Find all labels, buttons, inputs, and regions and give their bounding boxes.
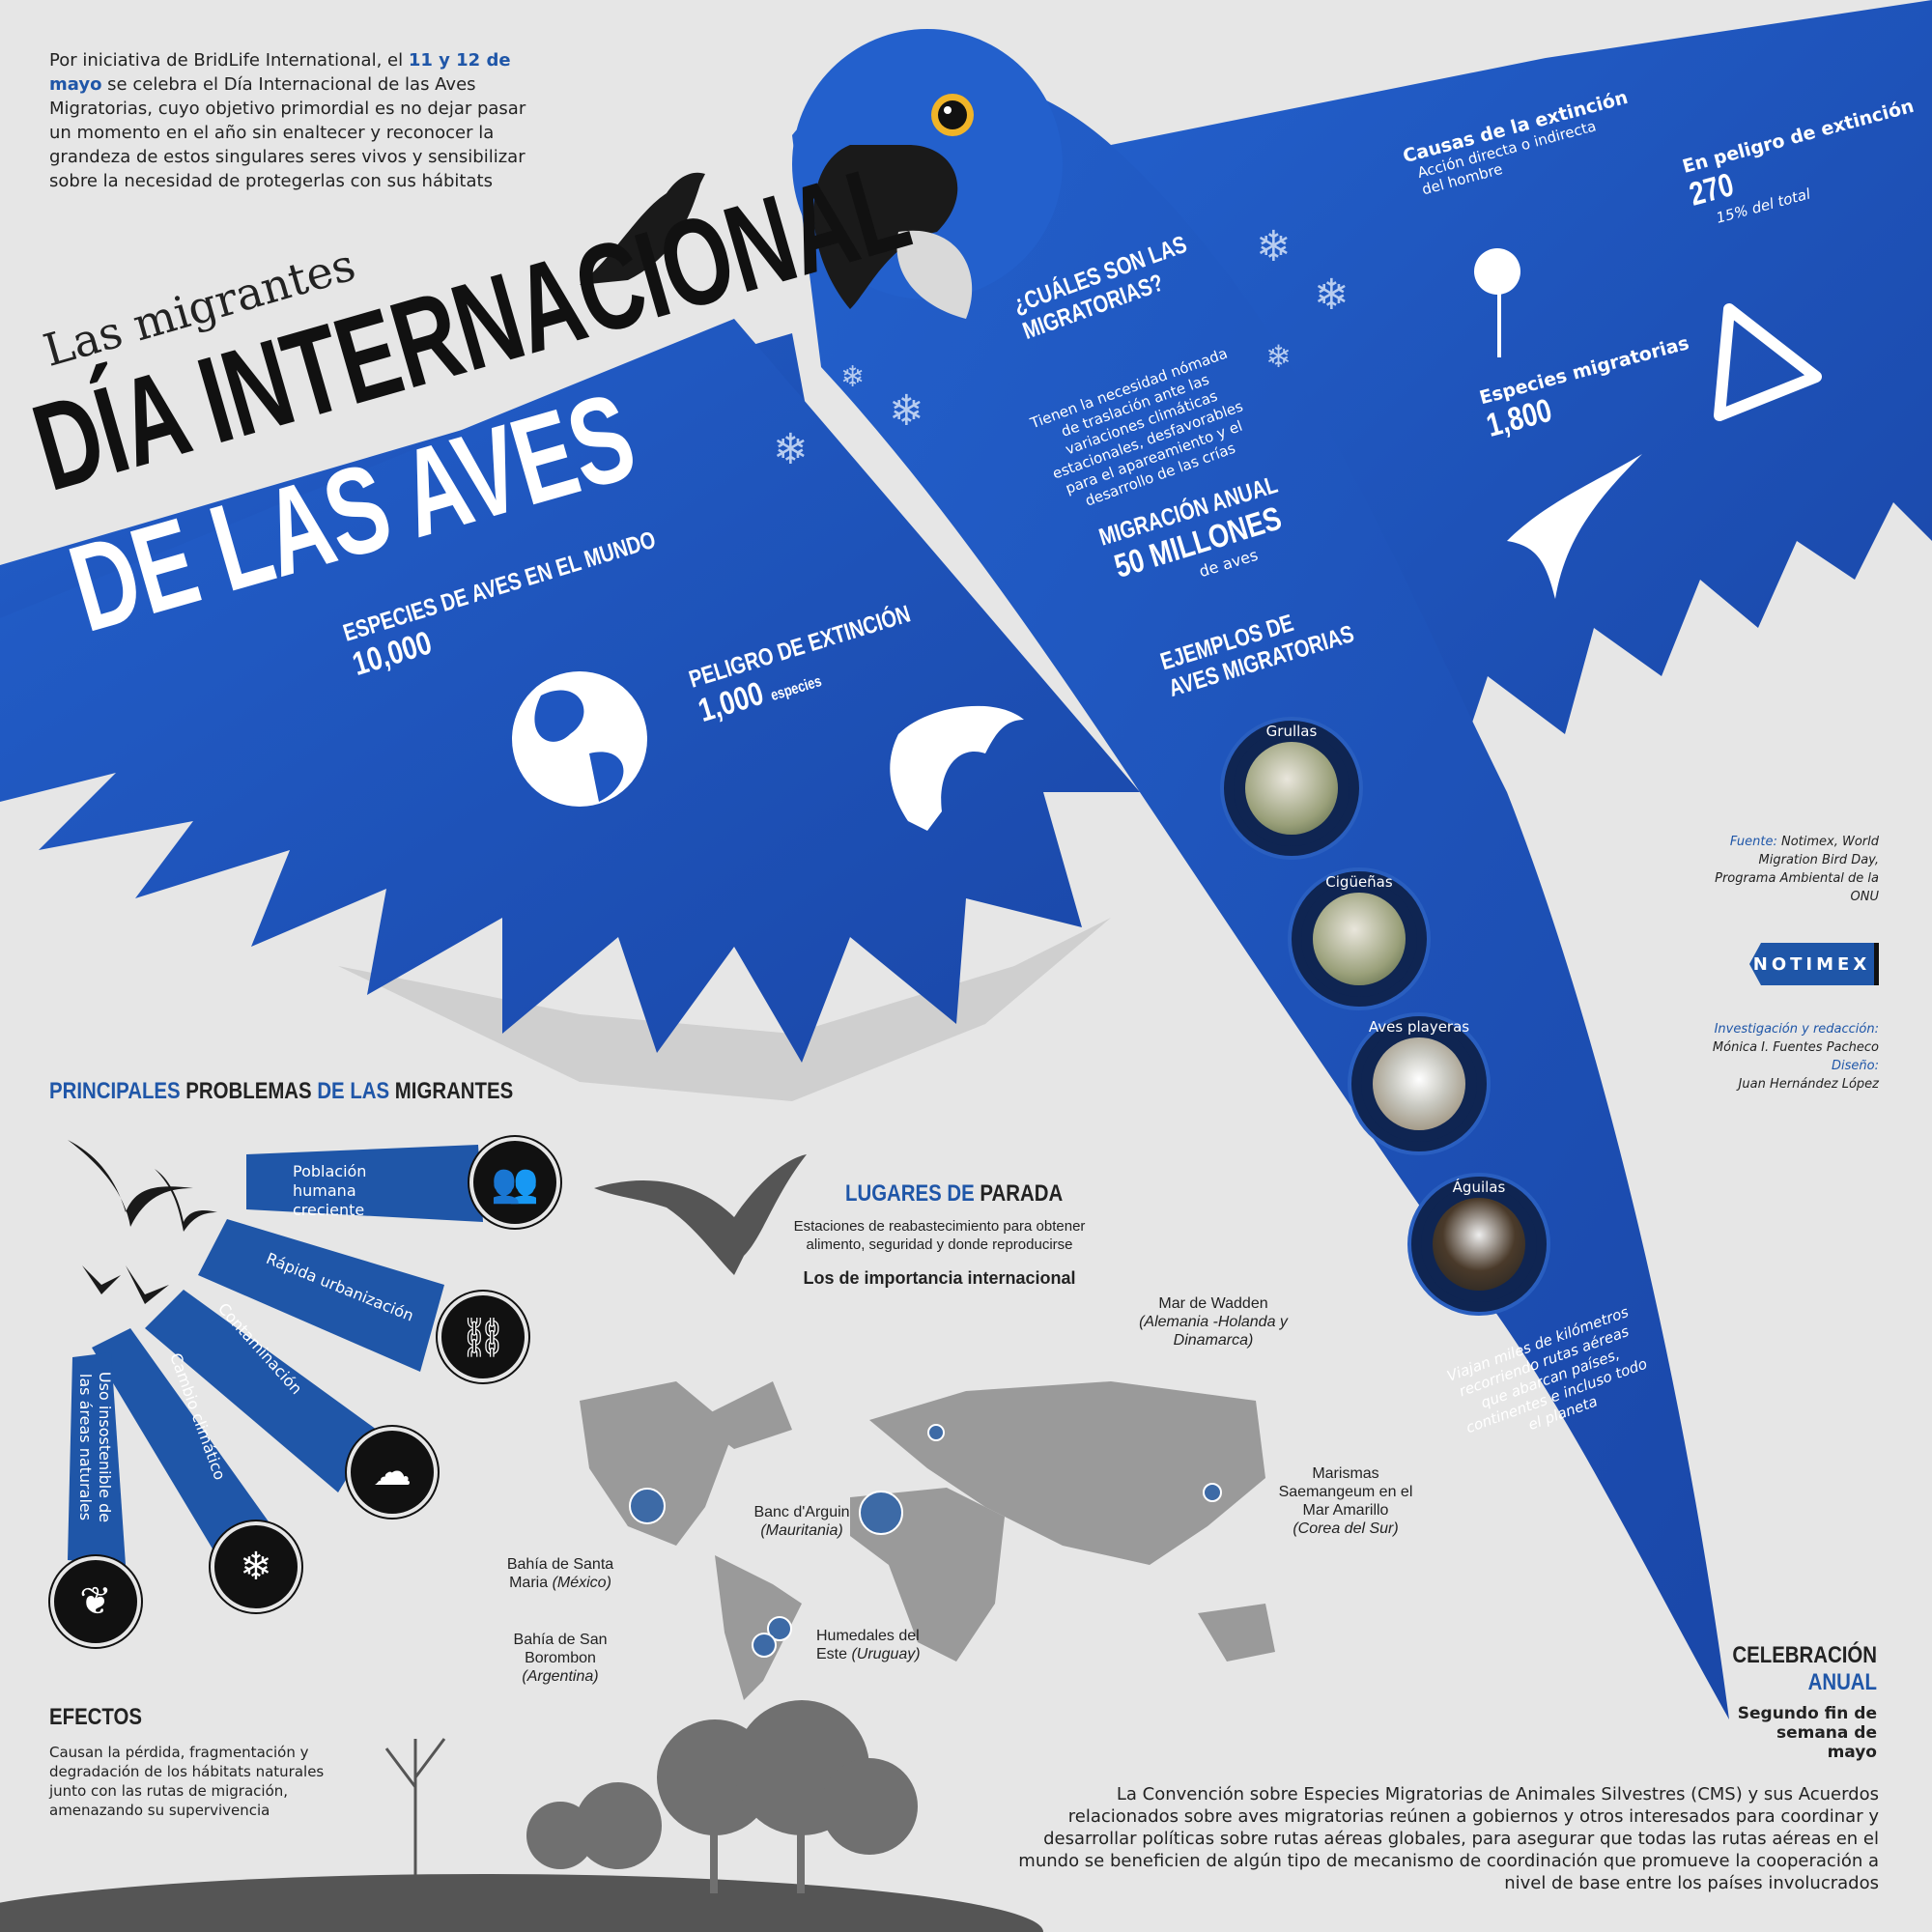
splatter-icon: [1474, 248, 1520, 295]
blackbird-silhouette: [580, 172, 705, 285]
white-bird-silhouette: [1507, 454, 1642, 599]
svg-text:❄: ❄: [1265, 338, 1292, 375]
stops-note: Los de importancia internacional: [803, 1268, 1076, 1288]
problem-population: Población humana creciente: [293, 1162, 367, 1219]
place-san-borombon: Bahía de San Borombon(Argentina): [513, 1632, 608, 1685]
leaf-icon: ❦: [50, 1556, 141, 1647]
place-wadden: Mar de Wadden(Alemania -Holanda y Dinama…: [1139, 1295, 1288, 1349]
snowflakes-icon: ❄: [211, 1521, 301, 1612]
flying-birds-silhouettes: [68, 1140, 217, 1304]
stops-title: LUGARES DE PARADA: [845, 1180, 1064, 1207]
example-storks: Cigüeñas: [1292, 871, 1427, 1007]
place-santa-maria: Bahía de Santa Maria (México): [506, 1556, 614, 1591]
ground: [0, 1874, 1043, 1932]
map-point-mexico[interactable]: [629, 1488, 666, 1524]
effects-text: Causan la pérdida, fragmentación y degra…: [49, 1744, 325, 1819]
problem-unsustainable-use: Uso insostenible de las áreas naturales: [76, 1371, 114, 1523]
celebration-block: CELEBRACIÓN ANUAL Segundo fin de semana …: [1732, 1642, 1877, 1762]
snowflake-decorations: ❄ ❄ ❄ ❄ ❄ ❄: [773, 222, 1350, 474]
svg-text:❄: ❄: [773, 425, 809, 474]
svg-text:❄: ❄: [889, 386, 924, 436]
svg-text:❄: ❄: [1256, 222, 1292, 271]
svg-text:❄: ❄: [840, 360, 865, 394]
example-shorebirds: Aves playeras: [1351, 1016, 1487, 1151]
map-point-mauritania[interactable]: [859, 1491, 903, 1535]
eagle-silhouette: [594, 1154, 807, 1275]
people-icon: 👥: [469, 1137, 560, 1228]
notimex-logo: NOTIMEX: [1749, 943, 1879, 985]
example-cranes: Grullas: [1224, 721, 1359, 856]
svg-text:❄: ❄: [1314, 270, 1350, 320]
crane-load-icon: ⛓: [438, 1292, 528, 1382]
place-saemangeum: Marismas Saemangeum en el Mar Amarillo(C…: [1278, 1465, 1413, 1537]
map-point-korea[interactable]: [1203, 1483, 1222, 1502]
place-banc-arguin: Banc d'Arguin(Mauritania): [753, 1504, 850, 1539]
stops-subtitle: Estaciones de reabastecimiento para obte…: [793, 1218, 1086, 1253]
parrot-beak: [813, 145, 958, 309]
place-humedales: Humedales del Este (Uruguay): [816, 1628, 921, 1662]
problems-title: PRINCIPALES PROBLEMAS DE LAS MIGRANTES: [49, 1078, 514, 1104]
example-eagles: Águilas: [1411, 1177, 1547, 1312]
globe-icon: [512, 671, 647, 807]
factory-smoke-icon: ☁: [347, 1427, 438, 1518]
map-point-wadden[interactable]: [927, 1424, 945, 1441]
footer-paragraph: La Convención sobre Especies Migratorias…: [1018, 1784, 1879, 1893]
effects-title: EFECTOS: [49, 1704, 142, 1730]
authors-credit: Investigación y redacción:Mónica I. Fuen…: [1712, 1022, 1879, 1092]
map-point-argentina[interactable]: [752, 1633, 777, 1658]
source-credit: Fuente: Notimex, World Migration Bird Da…: [1715, 835, 1879, 904]
problems-fan: [68, 1145, 483, 1565]
trees-silhouettes: [526, 1700, 918, 1893]
vulture-head-icon: [890, 705, 1024, 831]
warning-triangle-icon: [1714, 303, 1822, 421]
intro-paragraph: Por iniciativa de BridLife International…: [49, 50, 526, 191]
